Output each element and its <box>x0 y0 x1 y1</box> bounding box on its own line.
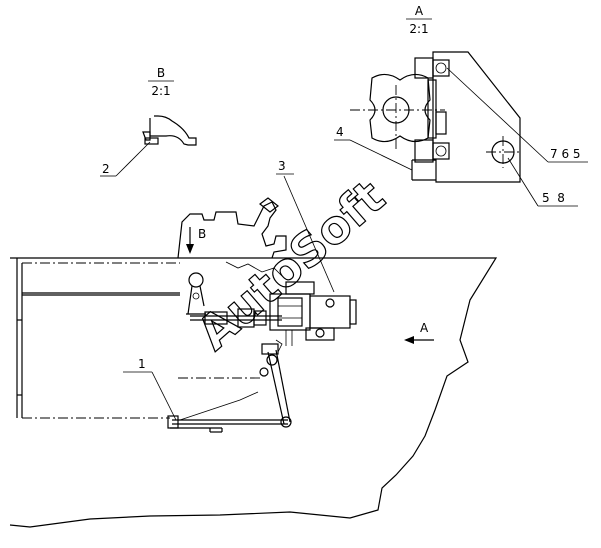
callout-5-8: 5 8 <box>542 191 565 205</box>
callout-3: 3 <box>278 159 286 173</box>
bent-pipe <box>149 115 197 146</box>
detail-a-letter: A <box>415 4 424 18</box>
clamp-body <box>369 73 431 143</box>
callout-1: 1 <box>138 357 146 371</box>
detail-a-scale: 2:1 <box>409 22 428 36</box>
actuator-cylinder <box>269 281 357 346</box>
callout-7-6-5: 7 6 5 <box>550 147 581 161</box>
callout-4: 4 <box>336 125 344 139</box>
view-b-arrow-letter: B <box>198 227 206 241</box>
detail-b-scale: 2:1 <box>151 84 170 98</box>
watermark: AutoSoft <box>187 170 395 361</box>
frame-outline <box>9 257 498 528</box>
main-assembly-view: B 3 <box>9 159 498 528</box>
detail-view-b: B 2:1 2 <box>100 66 197 177</box>
detail-b-letter: B <box>157 66 165 80</box>
view-a-arrow-letter: A <box>420 321 429 335</box>
engine-block <box>177 201 287 259</box>
callout-2: 2 <box>102 162 110 176</box>
detail-view-a: A 2:1 4 7 6 5 5 <box>334 4 588 207</box>
